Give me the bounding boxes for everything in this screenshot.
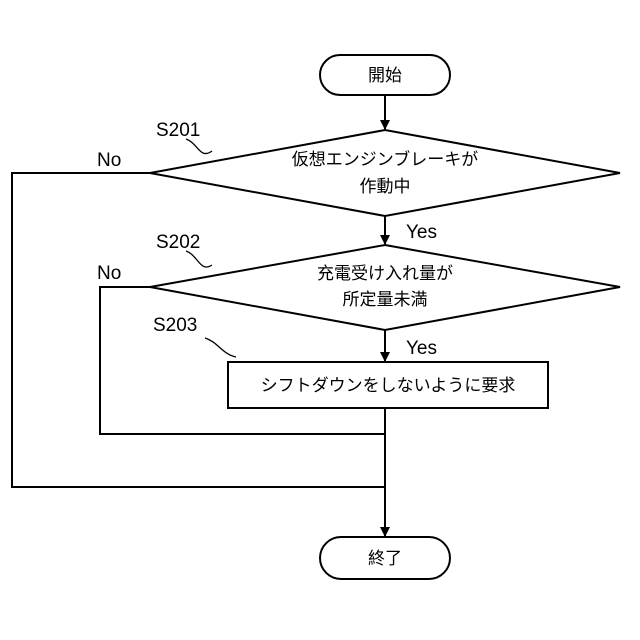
step-label-s202: S202 xyxy=(156,232,200,253)
decision-s201-no-label: No xyxy=(97,150,121,171)
decision-s201-line1: 仮想エンジンブレーキが xyxy=(292,149,479,170)
decision-s202: 充電受け入れ量が 所定量未満 xyxy=(150,245,620,330)
decision-s201: 仮想エンジンブレーキが 作動中 xyxy=(150,130,620,216)
decision-s201-yes-label: Yes xyxy=(406,222,437,243)
decision-s201-no-path xyxy=(12,173,385,487)
end-label: 終了 xyxy=(368,549,402,569)
leader-s201 xyxy=(186,139,212,154)
step-label-s201: S201 xyxy=(156,120,200,141)
decision-s201-line2: 作動中 xyxy=(360,177,411,197)
process-s203-label: シフトダウンをしないように要求 xyxy=(261,376,516,396)
leader-s203 xyxy=(205,338,236,357)
start-label: 開始 xyxy=(368,66,402,86)
decision-s202-line2: 所定量未満 xyxy=(343,290,428,310)
decision-s202-no-label: No xyxy=(97,263,121,284)
end-terminal: 終了 xyxy=(320,537,450,579)
decision-s202-line1: 充電受け入れ量が xyxy=(317,264,453,284)
decision-s202-yes-label: Yes xyxy=(406,338,437,359)
step-label-s203: S203 xyxy=(153,315,197,336)
start-terminal: 開始 xyxy=(320,55,450,95)
process-s203: シフトダウンをしないように要求 xyxy=(228,362,548,408)
leader-s202 xyxy=(186,251,212,267)
